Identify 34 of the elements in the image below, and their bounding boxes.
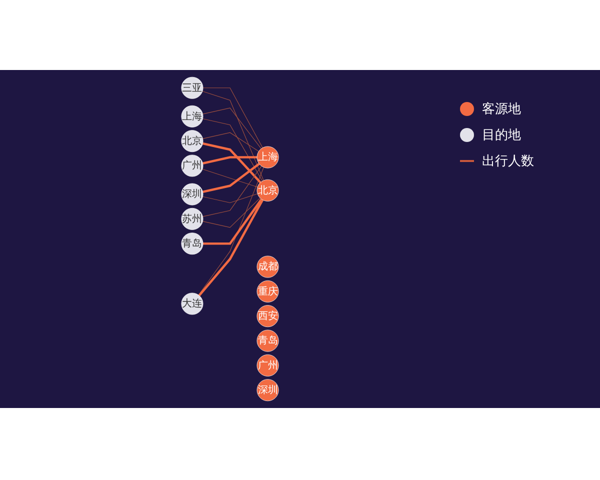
connector	[202, 88, 263, 148]
connector	[202, 132, 260, 152]
connector	[202, 166, 262, 217]
connector	[202, 198, 260, 228]
node-circle: 深圳	[181, 183, 204, 206]
node-circle: 北京	[181, 130, 204, 152]
connector	[202, 168, 258, 188]
node-circle: 青岛	[256, 330, 279, 352]
node-circle: 成都	[256, 256, 279, 278]
node-circle: 西安	[256, 305, 279, 328]
node-circle: 广州	[181, 154, 204, 177]
legend-label: 出行人数	[482, 153, 534, 170]
node-circle: 重庆	[256, 280, 279, 302]
connector	[198, 167, 264, 296]
connector	[202, 90, 264, 181]
node-circle: 广州	[256, 354, 279, 376]
connector	[202, 118, 263, 182]
node-circle: 青岛	[181, 232, 204, 255]
node-circle: 深圳	[256, 379, 279, 402]
connector	[198, 199, 264, 296]
connector	[202, 142, 262, 184]
connector	[202, 108, 262, 149]
connector	[202, 156, 257, 165]
node-circle: 上海	[256, 146, 279, 168]
connector	[203, 198, 262, 245]
connector	[202, 162, 260, 194]
connector	[202, 193, 258, 204]
legend-label: 客源地	[482, 101, 521, 118]
node-circle: 三亚	[181, 76, 204, 99]
node-circle: 苏州	[181, 208, 204, 230]
node-circle: 北京	[256, 179, 279, 202]
node-circle: 上海	[181, 105, 204, 128]
legend-label: 目的地	[482, 127, 521, 144]
node-circle: 大连	[181, 292, 204, 315]
